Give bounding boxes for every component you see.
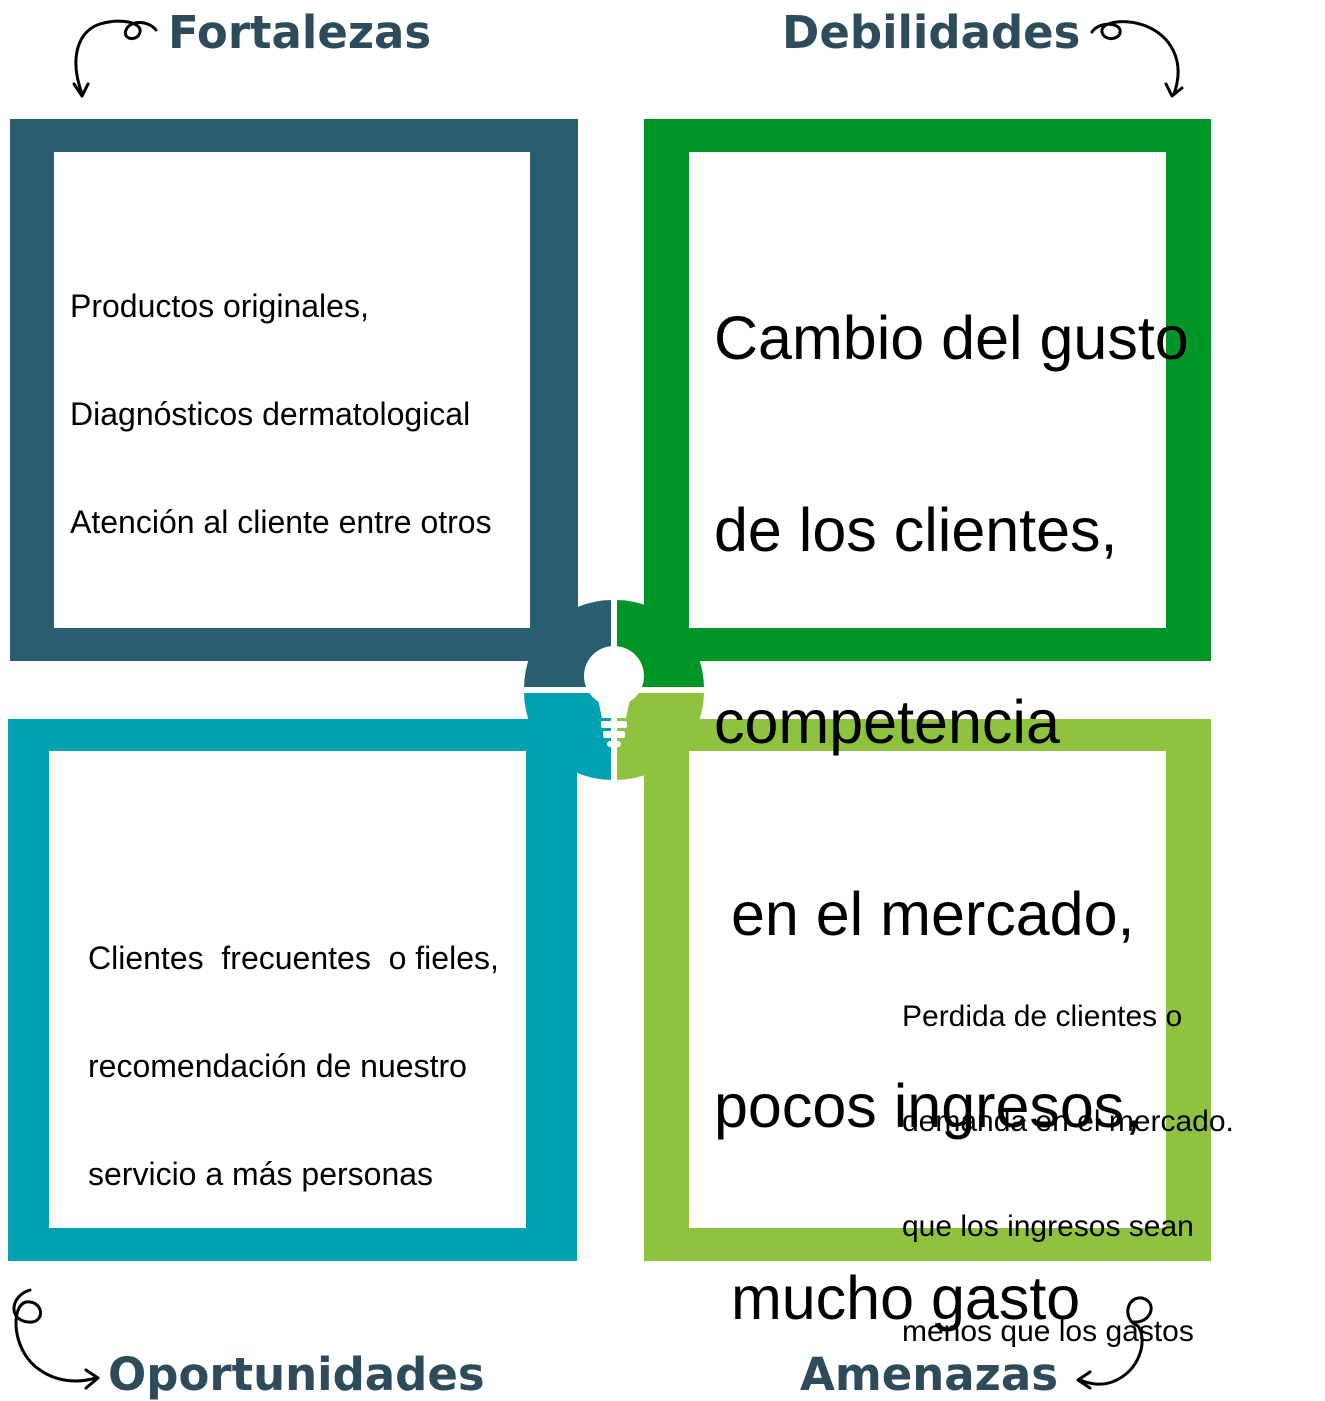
text-line: pocos ingresos,: [714, 1072, 1142, 1140]
debilidades-frame: [644, 119, 1211, 661]
text-line: demanda en el mercado.: [902, 1105, 1234, 1138]
text-line: que los ingresos sean: [902, 1210, 1194, 1243]
fortalezas-frame: [10, 119, 578, 661]
text-line: en el mercado,: [714, 880, 1135, 948]
heading-oportunidades: Oportunidades: [108, 1348, 485, 1401]
text-line: Productos originales,: [70, 288, 369, 324]
heading-amenazas: Amenazas: [800, 1348, 1058, 1401]
text-line: Cambio del gusto: [714, 304, 1189, 372]
oportunidades-text: Clientes frecuentes o fieles, recomendac…: [88, 868, 499, 1228]
text-line: mucho gasto: [714, 1264, 1081, 1332]
text-line: de los clientes,: [714, 496, 1118, 564]
fortalezas-text: Productos originales, Diagnósticos derma…: [70, 216, 492, 576]
oportunidades-frame: [8, 719, 577, 1261]
amenazas-text: Perdida de clientes o demanda en el merc…: [902, 929, 1234, 1384]
text-line: Perdida de clientes o: [902, 1000, 1183, 1033]
heading-debilidades: Debilidades: [782, 6, 1081, 59]
text-line: Clientes frecuentes o fieles,: [88, 940, 499, 976]
text-line: Diagnósticos dermatological: [70, 396, 471, 432]
text-line: Atención al cliente entre otros: [70, 504, 492, 540]
lightbulb-icon: [584, 646, 644, 747]
text-line: competencia: [714, 688, 1060, 756]
text-line: menos que los gastos: [902, 1315, 1194, 1348]
text-line: recomendación de nuestro: [88, 1048, 467, 1084]
text-line: servicio a más personas: [88, 1156, 434, 1192]
amenazas-frame: [644, 719, 1211, 1261]
heading-fortalezas: Fortalezas: [168, 6, 432, 59]
debilidades-text: Cambio del gusto de los clientes, compet…: [714, 178, 1189, 1394]
